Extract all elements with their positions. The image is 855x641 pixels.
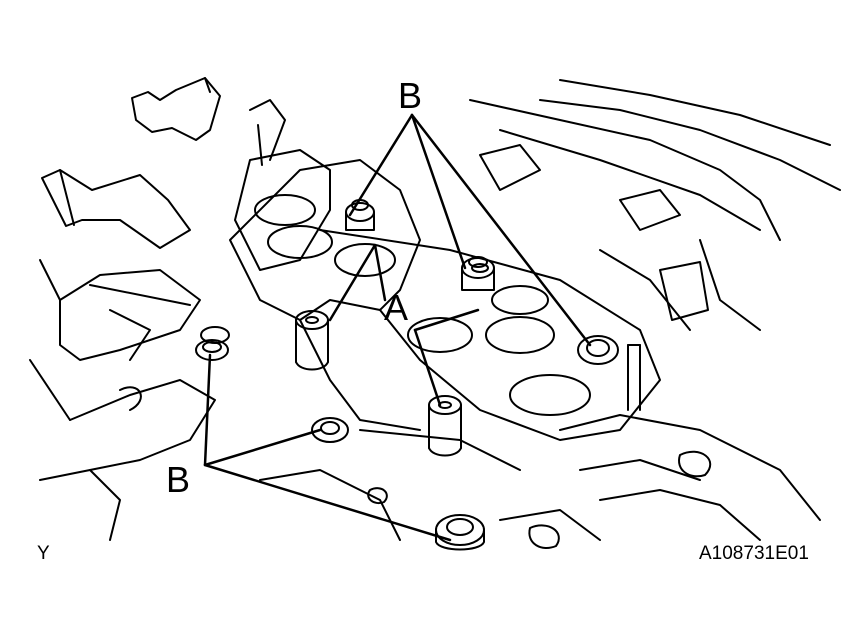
leader-lines <box>203 113 592 542</box>
bolt <box>311 417 349 443</box>
bolt <box>435 514 485 551</box>
leader-line <box>413 308 480 332</box>
bolt <box>577 335 619 365</box>
callout-label-a: A <box>384 287 409 328</box>
stud-nut <box>428 395 462 457</box>
leader-line <box>348 113 414 217</box>
leader-line <box>203 353 212 467</box>
intake-manifold <box>229 159 661 471</box>
bolt-group <box>195 199 619 551</box>
stud-nut <box>295 310 329 371</box>
leader-line <box>203 463 452 542</box>
corner-mark: Y <box>37 543 50 564</box>
leader-line <box>410 113 592 347</box>
figure-id: A108731E01 <box>699 543 809 564</box>
bolt <box>461 256 495 291</box>
stud-nut <box>471 263 489 273</box>
callout-label-b-bottom: B <box>166 459 191 500</box>
bolt <box>195 326 230 361</box>
leader-line <box>410 113 467 270</box>
leader-line <box>203 428 322 467</box>
leader-line <box>328 243 387 322</box>
leader-line <box>413 328 442 407</box>
engine-outline <box>29 77 841 549</box>
callout-label-b-top: B <box>398 75 423 116</box>
stud-nut-group <box>295 263 489 457</box>
